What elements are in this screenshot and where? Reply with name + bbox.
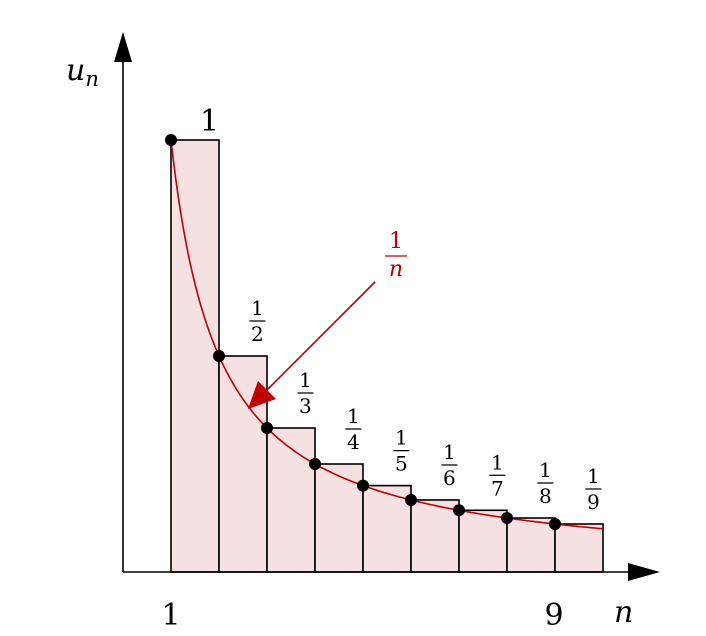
- bar-6: [410, 499, 460, 573]
- point-8: [501, 512, 513, 524]
- bar-3: [266, 427, 316, 573]
- point-4: [309, 458, 321, 470]
- bar-label-6: 16: [441, 440, 458, 490]
- curve-1-over-n: [170, 139, 604, 530]
- bar-label-4: 14: [345, 404, 362, 454]
- point-5: [357, 479, 369, 492]
- bar-label-denominator: 7: [491, 476, 504, 500]
- bar-label-7: 17: [489, 450, 506, 500]
- bars-group: [170, 139, 604, 573]
- bar-9: [554, 523, 604, 573]
- bar-label-3: 13: [297, 368, 314, 418]
- bar-label-numerator: 1: [251, 296, 264, 320]
- points-group: [165, 134, 561, 531]
- x-axis-arrow: [628, 563, 660, 581]
- bar-label-denominator: 9: [587, 490, 600, 514]
- x-tick-1: 1: [161, 598, 180, 633]
- bar-label-2: 12: [249, 296, 266, 346]
- bar-label-numerator: 1: [299, 368, 312, 392]
- point-7: [453, 504, 465, 517]
- y-axis-label: un: [66, 53, 99, 91]
- x-axis-label: n: [614, 595, 633, 630]
- bar-1: [170, 139, 220, 573]
- curve-label: 1 n: [385, 229, 407, 282]
- bar-label-numerator: 1: [443, 440, 456, 464]
- bar-label-numerator: 1: [347, 404, 360, 428]
- bar-label-denominator: 5: [395, 452, 408, 476]
- point-2: [213, 350, 225, 362]
- y-axis-arrow: [114, 32, 132, 62]
- bar-label-1: 1: [200, 104, 219, 139]
- bar-label-5: 15: [393, 426, 410, 476]
- bar-8: [506, 517, 556, 573]
- point-6: [405, 493, 417, 506]
- bar-label-9: 19: [585, 464, 602, 514]
- bar-label-denominator: 2: [251, 322, 264, 346]
- bar-label-numerator: 1: [395, 426, 408, 450]
- y-axis-label-sub: n: [85, 67, 99, 91]
- curve-label-denominator: n: [389, 257, 403, 282]
- bar-label-denominator: 6: [443, 466, 456, 490]
- point-1: [165, 134, 177, 146]
- curve-pointer-arrowhead: [248, 381, 276, 409]
- bar-label-denominator: 8: [539, 484, 552, 508]
- bar-label-denominator: 3: [299, 394, 312, 418]
- x-tick-9: 9: [544, 598, 563, 633]
- bar-label-8: 18: [537, 458, 554, 508]
- bar-4: [314, 463, 364, 573]
- bar-label-numerator: 1: [587, 464, 600, 488]
- curve-label-numerator: 1: [389, 229, 403, 254]
- bar-label-denominator: 4: [347, 430, 360, 454]
- bar-label-numerator: 1: [491, 450, 504, 474]
- point-3: [261, 422, 273, 435]
- bar-label-numerator: 1: [539, 458, 552, 482]
- bar-7: [458, 509, 508, 573]
- point-9: [549, 518, 561, 531]
- curve-pointer-line: [261, 281, 376, 396]
